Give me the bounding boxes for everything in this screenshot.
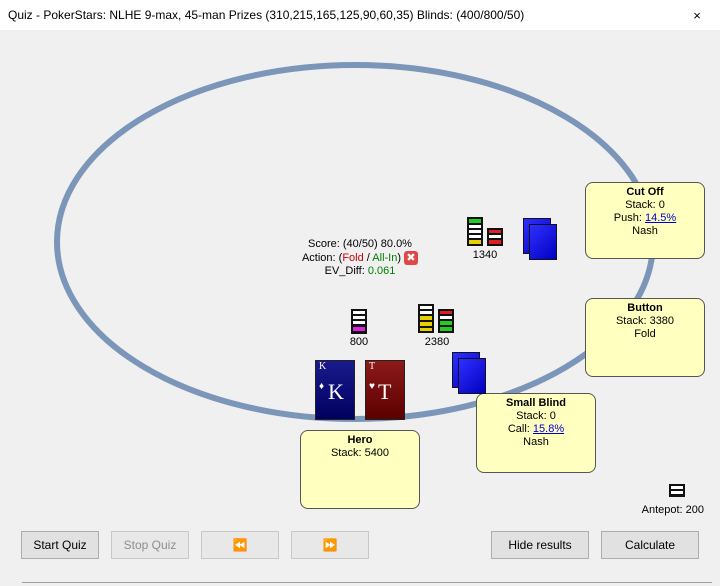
ev-label: EV_Diff: xyxy=(324,265,368,277)
seat-button-stack: Stack: 3380 xyxy=(615,315,675,327)
seat-small-blind[interactable]: Small Blind Stack: 0 Call: 15.8% Nash xyxy=(476,393,596,473)
calculate-button[interactable]: Calculate xyxy=(601,531,699,559)
seat-cutoff-action: Push: 14.5% xyxy=(613,212,677,224)
action-prefix: Action: ( xyxy=(301,251,343,264)
previous-button[interactable]: ⏪ xyxy=(201,531,279,559)
seat-hero-name: Hero xyxy=(347,434,373,446)
antepot-chip-icon xyxy=(669,484,685,497)
seat-sb-strategy: Nash xyxy=(523,436,549,448)
action-sep: / xyxy=(363,251,373,264)
hero-card-1-rank-small: K xyxy=(319,361,327,372)
window-title: Quiz - PokerStars: NLHE 9-max, 45-man Pr… xyxy=(8,8,525,22)
seat-button-name: Button xyxy=(627,302,663,314)
stop-quiz-button[interactable]: Stop Quiz xyxy=(111,531,189,559)
next-button[interactable]: ⏩ xyxy=(291,531,369,559)
hero-card-1-rank: K xyxy=(328,379,344,404)
seat-sb-action: Call: 15.8% xyxy=(507,423,565,435)
hero-card-2: T ♥ T xyxy=(365,360,405,420)
sb-card-backs xyxy=(452,352,486,394)
start-quiz-button[interactable]: Start Quiz xyxy=(21,531,99,559)
antepot-label: Antepot: 200 xyxy=(641,504,704,516)
action-fold: Fold xyxy=(342,251,364,264)
quiz-info: Score: (40/50) 80.0% Action: (Fold / All… xyxy=(290,238,430,278)
hero-card-2-suit-icon: ♥ xyxy=(369,381,375,392)
fast-forward-icon: ⏩ xyxy=(322,538,338,552)
cutoff-bet-chips-icon xyxy=(467,217,503,246)
hero-card-2-rank-small: T xyxy=(369,361,376,372)
hero-card-1-suit-icon: ♦ xyxy=(319,381,325,392)
action-suffix: ) xyxy=(397,251,402,264)
cutoff-card-backs xyxy=(523,218,557,260)
seat-button[interactable]: Button Stack: 3380 Fold xyxy=(585,298,705,377)
seat-sb-stack: Stack: 0 xyxy=(516,410,556,422)
sb-bet-amount: 2380 xyxy=(424,336,450,348)
hero-card-1: K ♦ K xyxy=(315,360,355,420)
seat-hero-stack: Stack: 5400 xyxy=(330,447,390,459)
seat-cutoff-name: Cut Off xyxy=(626,186,664,198)
action-allin: All-In xyxy=(372,251,398,264)
seat-cutoff-stack: Stack: 0 xyxy=(625,199,665,211)
hero-bet-amount: 800 xyxy=(349,336,369,348)
seat-button-action: Fold xyxy=(634,328,656,340)
sb-bet-chips-icon xyxy=(418,304,454,333)
seat-hero[interactable]: Hero Stack: 5400 xyxy=(300,430,420,509)
title-bar: Quiz - PokerStars: NLHE 9-max, 45-man Pr… xyxy=(0,0,720,30)
cutoff-push-link[interactable]: 14.5% xyxy=(644,212,677,224)
hide-results-button[interactable]: Hide results xyxy=(491,531,589,559)
wrong-answer-icon: ✖ xyxy=(404,251,419,265)
action-line: Action: (Fold / All-In)✖ xyxy=(290,251,430,265)
ev-value: 0.061 xyxy=(367,265,396,277)
status-divider xyxy=(22,582,712,583)
ev-line: EV_Diff: 0.061 xyxy=(290,265,430,278)
seat-sb-name: Small Blind xyxy=(506,397,566,409)
hero-card-2-rank: T xyxy=(378,379,392,404)
rewind-icon: ⏪ xyxy=(232,538,248,552)
seat-cutoff[interactable]: Cut Off Stack: 0 Push: 14.5% Nash xyxy=(585,182,705,259)
close-button[interactable]: × xyxy=(693,7,701,23)
score-text: Score: (40/50) 80.0% xyxy=(308,238,412,250)
sb-call-link[interactable]: 15.8% xyxy=(532,423,565,435)
seat-cutoff-strategy: Nash xyxy=(632,225,658,237)
cutoff-bet-amount: 1340 xyxy=(472,249,498,261)
hero-bet-chips-icon xyxy=(351,309,367,334)
